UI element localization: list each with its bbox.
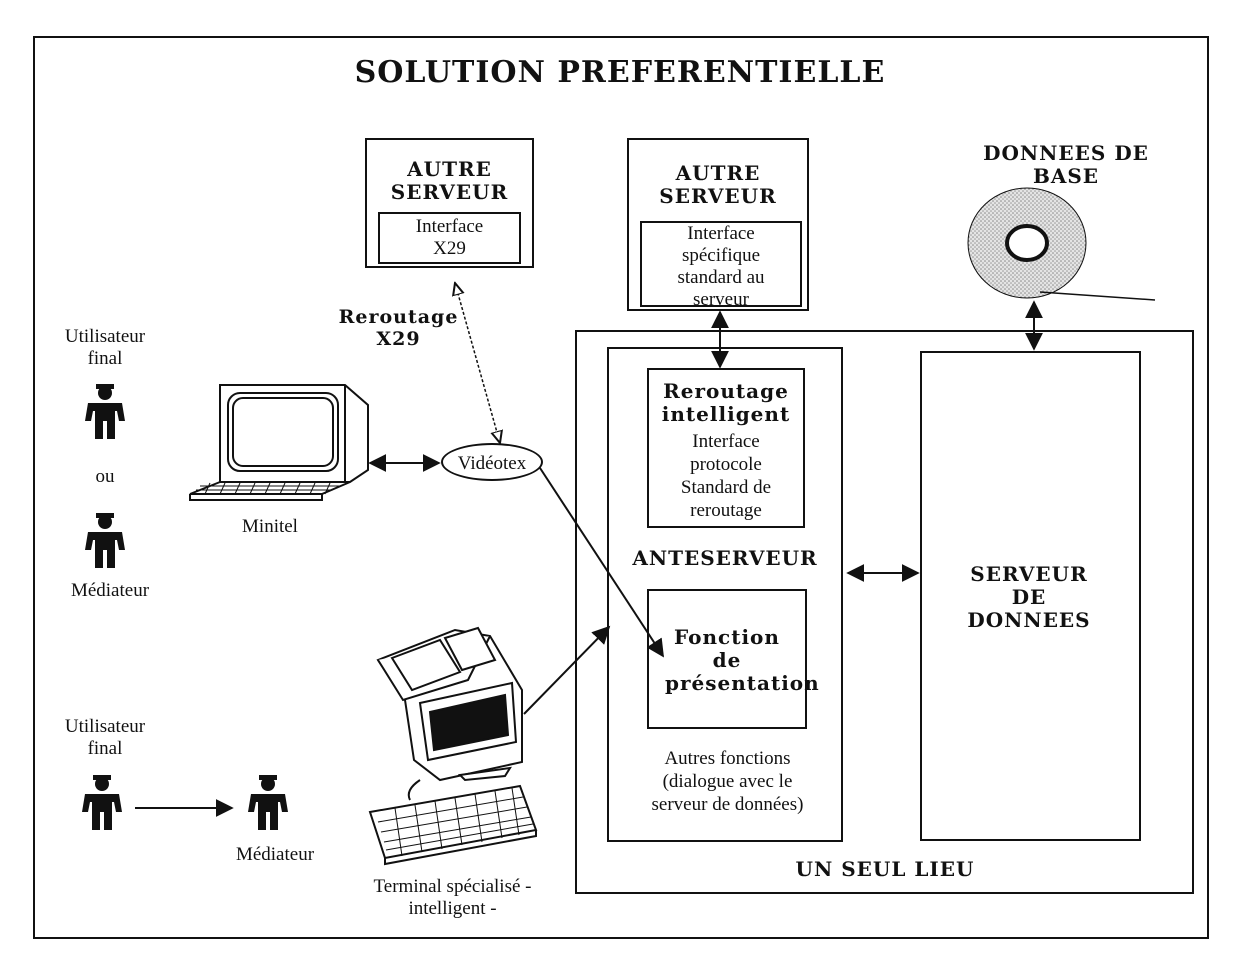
terminal-label: Terminal spécialisé - intelligent - — [373, 876, 532, 919]
autres-fonctions-label: Autres fonctions (dialogue avec le serve… — [651, 748, 804, 815]
minitel-icon — [189, 384, 369, 501]
outer-frame — [33, 36, 1209, 939]
utilisateur-final-label-1: Utilisateur final — [64, 326, 146, 369]
minitel-label: Minitel — [242, 516, 298, 537]
utilisateur-final-label-2: Utilisateur final — [64, 716, 146, 759]
page-title: SOLUTION PREFERENTIELLE — [354, 55, 886, 90]
interface-x29-box: Interface X29 — [378, 212, 521, 264]
serveur-de-donnees-box: SERVEUR DE DONNEES — [920, 351, 1141, 841]
autre-serveur-x29-title: AUTRE SERVEUR — [390, 157, 509, 204]
person-icon — [82, 775, 122, 830]
terminal-icon — [368, 626, 538, 866]
autre-serveur-x29-box: AUTRE SERVEUR Interface X29 — [365, 138, 534, 268]
videotex-ellipse: Vidéotex — [441, 443, 543, 481]
fonction-presentation-label: Fonction de présentation — [665, 625, 820, 695]
fonction-presentation-box: Fonction de présentation — [647, 589, 820, 729]
arrow-videotex-fonction — [539, 467, 664, 658]
arrow-x29-reroutage — [455, 283, 500, 443]
un-seul-lieu-label: UN SEUL LIEU — [795, 857, 975, 881]
reroutage-intelligent-box: Reroutage intelligent Interface protocol… — [647, 368, 805, 528]
autre-serveur-specifique-box: AUTRE SERVEUR Interface spécifique stand… — [627, 138, 809, 311]
un-seul-lieu-box — [575, 330, 1194, 894]
mediateur-label-2: Médiateur — [235, 844, 315, 865]
interface-specifique-box: Interface spécifique standard au serveur — [640, 221, 802, 307]
person-icon — [248, 775, 288, 830]
anteserveur-label: ANTESERVEUR — [632, 546, 818, 570]
reroutage-intelligent-title: Reroutage intelligent — [661, 379, 791, 426]
serveur-de-donnees-label: SERVEUR DE DONNEES — [967, 562, 1091, 632]
person-icon — [85, 384, 125, 439]
database-disk-icon — [967, 187, 1156, 301]
reroutage-x29-label: Reroutage X29 — [338, 306, 459, 350]
ou-label: ou — [95, 466, 115, 487]
donnees-de-base-label: DONNEES DE BASE — [983, 141, 1149, 188]
autre-serveur-specifique-title: AUTRE SERVEUR — [659, 161, 777, 208]
reroutage-intelligent-desc: Interface protocole Standard de reroutag… — [680, 431, 772, 521]
arrow-terminal-anteserveur — [523, 625, 611, 715]
mediateur-label-1: Médiateur — [70, 580, 150, 601]
person-icon — [85, 513, 125, 568]
